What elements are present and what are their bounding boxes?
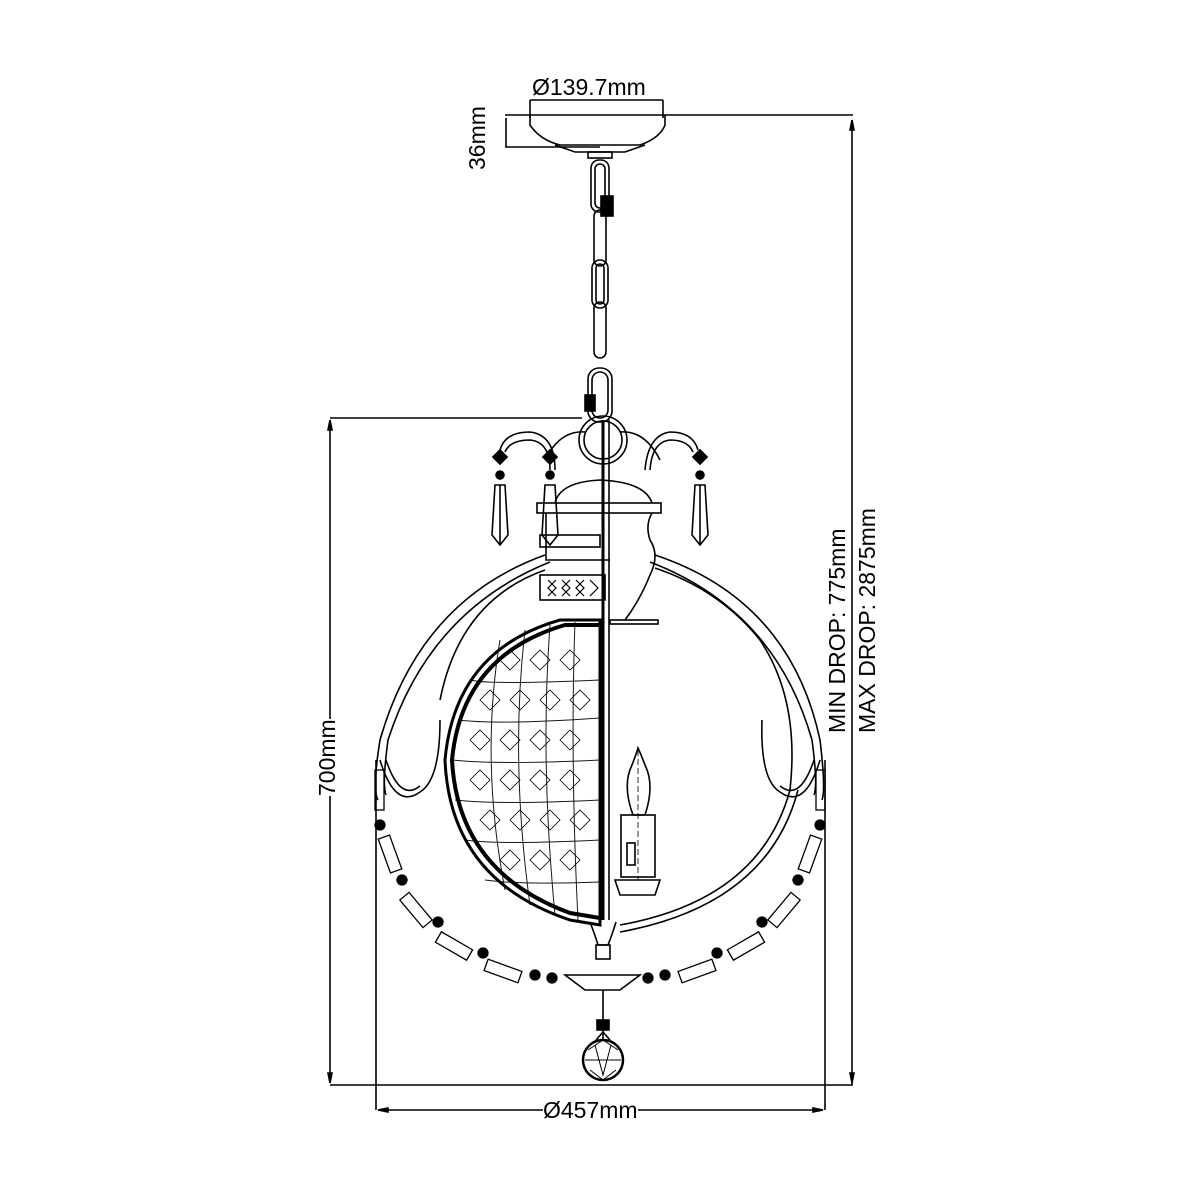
dimension-lines: [327, 99, 855, 1113]
suspension-chain: [584, 159, 614, 423]
ceiling-canopy: [529, 115, 666, 159]
canopy-height-label: 36mm: [464, 106, 490, 170]
crystal-drops: [491, 448, 709, 547]
bottom-stem: [562, 921, 643, 1040]
globe-frame: [374, 554, 825, 933]
body-height-label: 700mm: [314, 719, 340, 796]
candle-bulb: [613, 745, 662, 896]
crystal-ball-finial: [581, 1030, 625, 1082]
crystal-sphere: [443, 618, 602, 927]
max-drop-label: MAX DROP: 2875mm: [854, 508, 880, 733]
body-diameter-label: Ø457mm: [543, 1097, 638, 1123]
canopy-diameter-label: Ø139.7mm: [532, 74, 646, 100]
crystal-swag: [374, 769, 826, 984]
min-drop-label: MIN DROP: 775mm: [824, 528, 850, 733]
dome-cap: [536, 479, 662, 625]
